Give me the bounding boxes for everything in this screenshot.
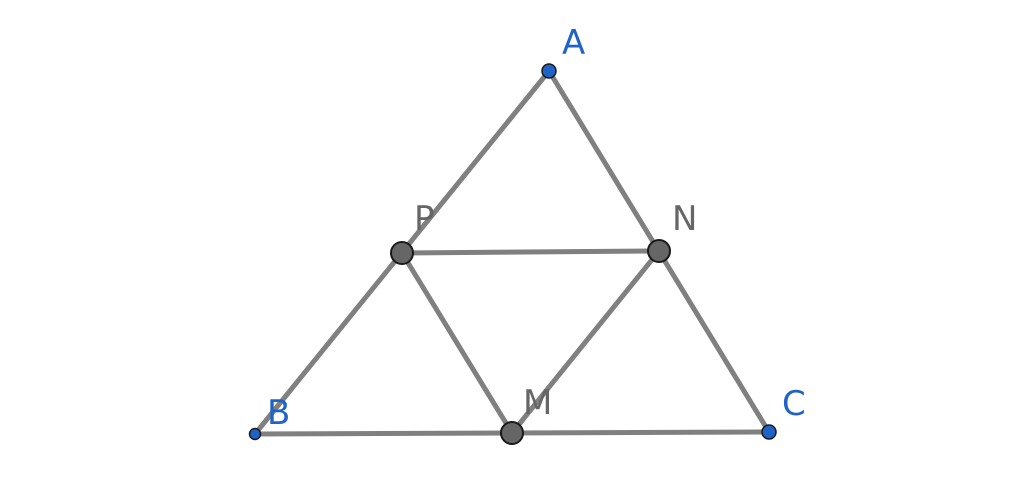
- label-P: P: [414, 199, 435, 239]
- segments-layer: [252, 68, 772, 437]
- segment-PM: [399, 250, 515, 436]
- label-A: A: [562, 23, 585, 63]
- point-P: [390, 241, 414, 265]
- segment-NM: [509, 248, 662, 436]
- label-C: C: [782, 384, 806, 424]
- label-M: M: [523, 383, 552, 423]
- point-B: [248, 427, 262, 441]
- segment-PN: [399, 248, 662, 256]
- points-layer: [248, 63, 777, 445]
- point-C: [761, 424, 777, 440]
- point-A: [541, 63, 557, 79]
- label-N: N: [672, 199, 697, 239]
- point-N: [647, 239, 671, 263]
- labels-layer: A B C M N P: [267, 23, 806, 433]
- label-B: B: [267, 393, 290, 433]
- point-M: [500, 421, 524, 445]
